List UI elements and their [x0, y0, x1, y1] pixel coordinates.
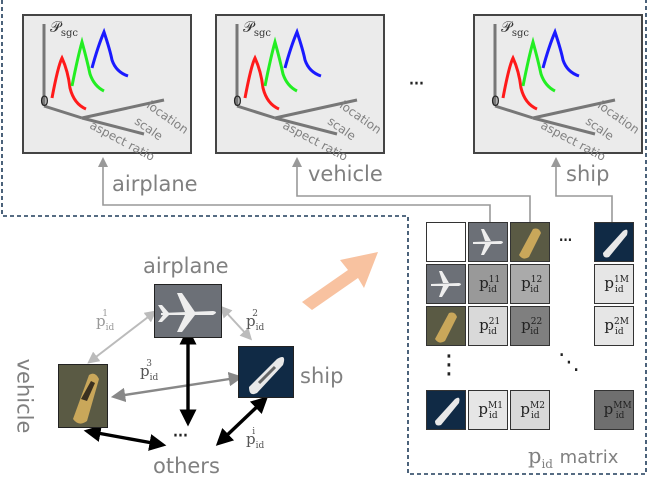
transition-arrow: [302, 252, 378, 310]
panel-origin: 0: [233, 94, 242, 110]
category-label-vehicle: vehicle: [308, 162, 383, 186]
edge-label-p2: pid2: [246, 309, 265, 333]
airplane-icon: [473, 229, 503, 255]
panels-ellipsis: ···: [408, 72, 425, 97]
matrix-cell-M1: pM1id: [468, 390, 508, 430]
edge-label-p3: pid3: [140, 359, 159, 383]
matrix-cell-MM: pMMid: [594, 390, 634, 430]
ship-icon: [435, 397, 460, 426]
matrix-cell-21: p21id: [468, 306, 508, 346]
distribution-plot-ship: [493, 24, 616, 136]
node-label-others: others: [153, 454, 220, 478]
airplane-icon: [431, 271, 461, 297]
matrix-header-vehicle: [510, 222, 550, 262]
matrix-corner: [426, 222, 466, 262]
matrix-row-vehicle: [426, 306, 466, 346]
matrix-ddots: ⋱: [558, 350, 580, 375]
node-label-ship: ship: [300, 364, 344, 388]
ship-icon: [603, 229, 628, 258]
car-icon: [435, 312, 457, 343]
panel-ylabel: 𝒫sgc: [243, 18, 271, 39]
panel-ylabel: 𝒫sgc: [501, 18, 529, 39]
node-label-vehicle: vehicle: [12, 358, 37, 434]
panel-origin: 0: [40, 94, 49, 110]
ship-image: [238, 346, 294, 398]
matrix-row-ship: [426, 390, 466, 430]
distribution-panel-vehicle: 𝒫sgc 0 location scale aspect ratio: [215, 14, 385, 164]
airplane-icon: [158, 293, 216, 332]
matrix-caption: pid matrix: [528, 444, 619, 472]
car-icon: [73, 373, 99, 424]
matrix-cell-M2: pM2id: [510, 390, 550, 430]
matrix-cell-12: p12id: [510, 264, 550, 304]
node-label-airplane: airplane: [143, 254, 229, 278]
category-label-ship: ship: [566, 162, 610, 186]
matrix-row-airplane: [426, 264, 466, 304]
distribution-panel-airplane: 𝒫sgc 0 location scale aspect ratio: [22, 14, 192, 164]
matrix-header-ellipsis: ···: [558, 228, 573, 252]
matrix-cell-22: p22id: [510, 306, 550, 346]
matrix-cell-2M: p2Mid: [594, 306, 634, 346]
matrix-header-ship: [594, 222, 634, 262]
distribution-plot-airplane: [42, 24, 165, 136]
distribution-plot-vehicle: [235, 24, 358, 136]
matrix-header-airplane: [468, 222, 508, 262]
ship-icon: [249, 357, 285, 395]
panel-ylabel: 𝒫sgc: [50, 18, 78, 39]
matrix-vdots: ⋮: [436, 350, 462, 380]
edge-label-p1: pid1: [96, 309, 115, 333]
airplane-image: [154, 284, 222, 338]
edge-label-pii: pidi: [246, 427, 265, 451]
matrix-cell-11: p11id: [468, 264, 508, 304]
category-label-airplane: airplane: [112, 172, 198, 196]
others-ellipsis: ···: [172, 424, 189, 449]
matrix-cell-1M: p1Mid: [594, 264, 634, 304]
vehicle-image: [58, 364, 108, 428]
relation-graph: [83, 305, 269, 451]
distribution-panel-ship: 𝒫sgc 0 location scale aspect ratio: [473, 14, 643, 164]
car-icon: [519, 228, 541, 259]
panel-origin: 0: [491, 94, 500, 110]
pid-matrix: ··· p11id p12id p1Mid p21id p22id p2Mid …: [424, 222, 636, 432]
